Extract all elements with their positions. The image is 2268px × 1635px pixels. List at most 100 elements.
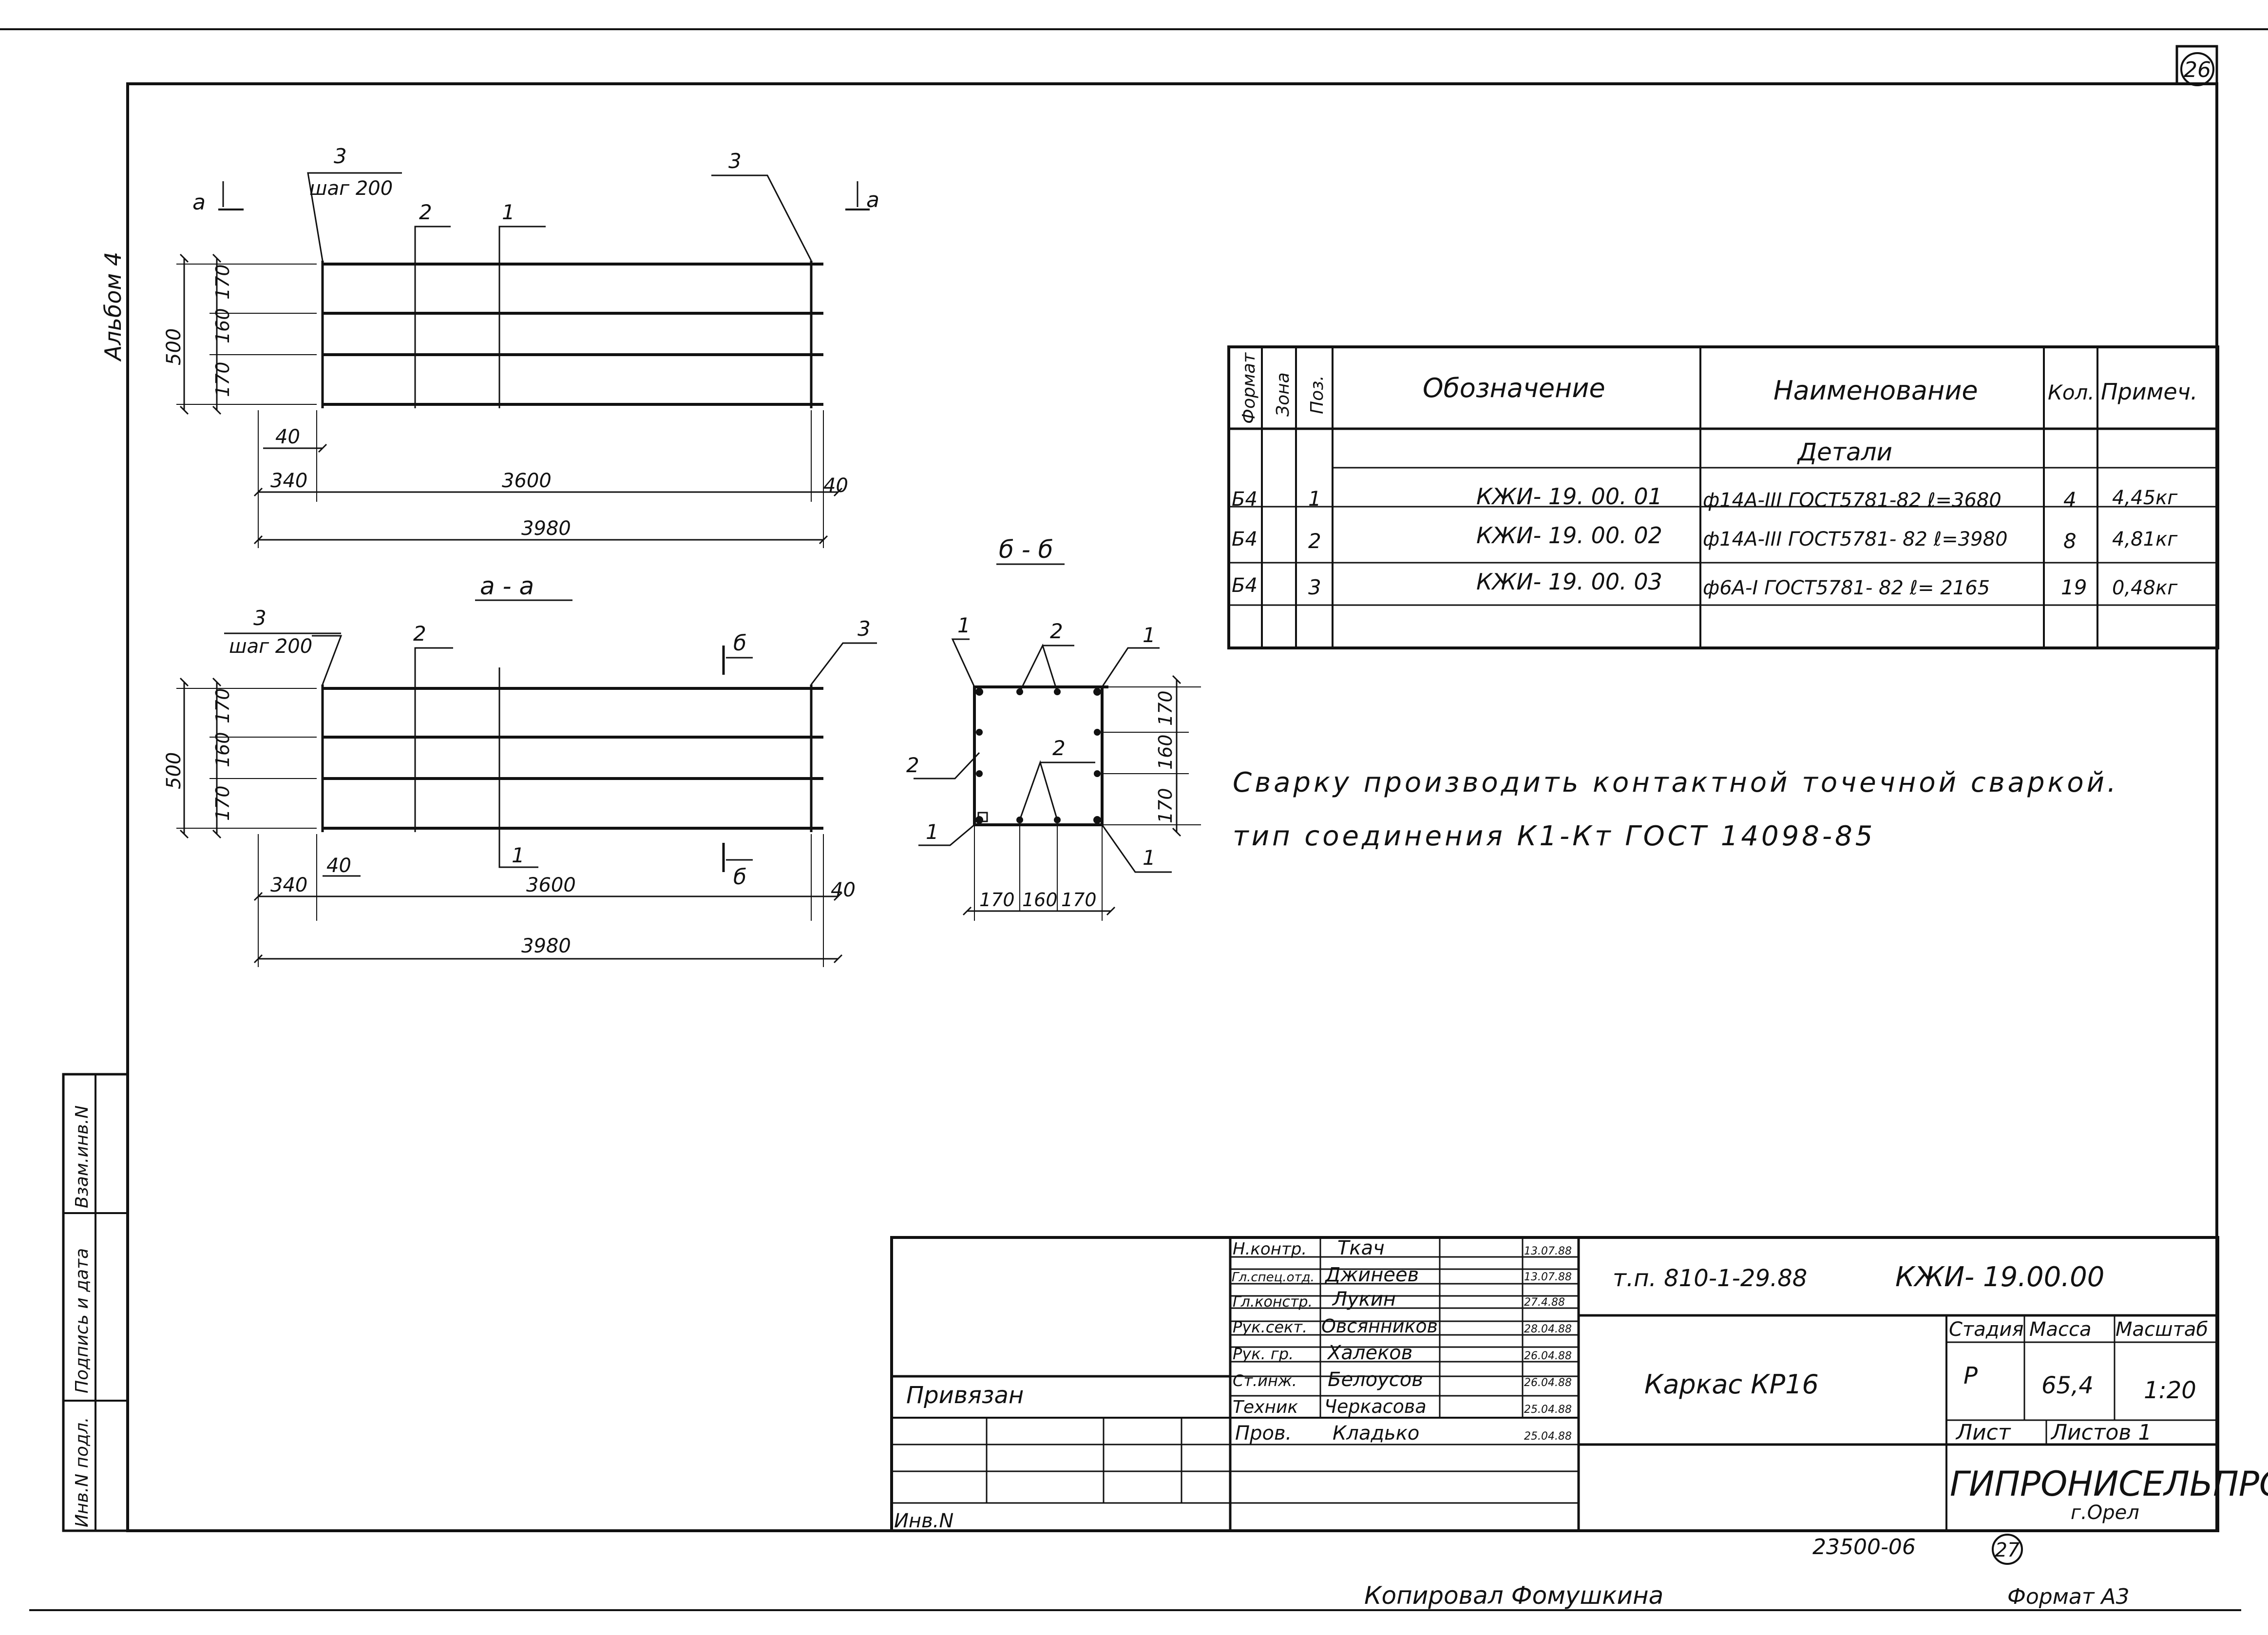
tb-name-4: Овсянников [1321,1315,1438,1337]
tb-role-7: Техник [1233,1397,1298,1417]
plan-dim-160: 160 [212,308,233,343]
bb-dim-160-bottom: 160 [1022,889,1058,911]
tb-role-4: Рук.сект. [1233,1318,1307,1336]
spec-row3-designation: КЖИ- 19. 00. 03 [1476,569,1662,595]
circled-bottom-ring [1992,1534,2023,1565]
tb-date-6: 26.04.88 [1524,1377,1572,1389]
spec-row2-pos: 2 [1308,529,1321,553]
tb-header-sheet: Лист [1955,1420,2011,1445]
plan-dim-3980: 3980 [521,517,571,540]
tb-title: Каркас КР16 [1644,1369,1819,1400]
spec-row2-format: Б4 [1232,528,1258,551]
spec-row1-note: 4,45кг [2112,487,2178,509]
tb-name-1: Ткач [1337,1237,1385,1259]
aa-dim-3600: 3600 [526,874,576,896]
side-stamp-sign: Подпись и дата [72,1248,92,1393]
bb-dim-170-bottom-b: 170 [1061,889,1097,911]
sheet-number-box [2175,45,2218,85]
aa-pos2: 2 [413,622,426,646]
plan-mark-a-left: а [192,190,206,215]
tb-name-2: Джинеев [1324,1264,1419,1286]
bb-dim-170-bottom-a: 170 [979,889,1015,911]
spec-header-name: Наименование [1773,375,1978,406]
tb-name-5: Халеков [1327,1342,1412,1364]
tb-role-5: Рук. гр. [1233,1345,1294,1363]
section-bb-title: б - б [999,535,1053,564]
spec-row3-pos: 3 [1308,575,1321,599]
copied-by: Копировал Фомушкина [1364,1581,1663,1610]
plan-dim-170a: 170 [212,264,233,300]
spec-row2-name: ф14А-III ГОСТ5781- 82 ℓ=3980 [1703,528,2008,551]
aa-dim-3980: 3980 [521,935,571,957]
tb-city: г.Орел [2071,1502,2139,1524]
circled-bottom: 27 [1995,1539,2020,1561]
plan-dim-170b: 170 [212,361,233,397]
spec-header-note: Примеч. [2101,379,2198,405]
tb-role-6: Ст.инж. [1233,1371,1297,1390]
spec-header-format: Формат [1239,352,1259,424]
plan-pos1: 1 [502,200,515,224]
plan-view: 500 170 160 170 40 340 3600 40 3980 3 ша… [163,144,879,548]
aa-dim-170b: 170 [212,785,233,821]
tb-date-3: 27.4.88 [1524,1296,1565,1309]
tb-scale: 1:20 [2144,1377,2196,1404]
bb-dim-170b: 170 [1155,788,1176,823]
spec-row2-designation: КЖИ- 19. 00. 02 [1476,522,1662,549]
tb-date-8: 25.04.88 [1524,1430,1572,1443]
tb-designation-prefix: т.п. 810-1-29.88 [1613,1265,1807,1292]
tb-date-5: 26.04.88 [1524,1350,1572,1362]
tb-name-6: Белоусов [1328,1369,1423,1391]
spec-row1-format: Б4 [1232,488,1258,511]
spec-row3-note: 0,48кг [2112,577,2178,599]
spec-row1-qty: 4 [2063,488,2077,512]
bb-dim-160: 160 [1155,734,1176,770]
spec-section-title: Детали [1797,438,1892,466]
spec-header-designation: Обозначение [1423,373,1605,403]
title-block [890,1236,2219,1532]
spec-row3-format: Б4 [1232,574,1258,597]
tb-date-2: 13.07.88 [1524,1271,1572,1283]
spec-row3-qty: 19 [2061,575,2087,599]
aa-dim-340: 340 [270,874,307,896]
tb-role-1: Н.контр. [1233,1239,1307,1259]
spec-row2-qty: 8 [2063,529,2077,553]
bb-pos1-br: 1 [1143,846,1156,870]
spec-row2-note: 4,81кг [2112,528,2178,551]
aa-pos1: 1 [512,843,525,867]
tb-name-8: Кладько [1333,1422,1419,1445]
tb-header-mass: Масса [2029,1318,2092,1341]
tb-role-8: Пров. [1235,1422,1292,1445]
spec-row3-name: ф6А-I ГОСТ5781- 82 ℓ= 2165 [1703,577,1990,599]
aa-pos3-left: 3 [253,606,267,630]
tb-stage: Р [1963,1362,1978,1389]
tb-name-3: Лукин [1332,1288,1396,1311]
spec-table: Формат Зона Поз. Обозначение Наименовани… [1227,345,2219,649]
plan-dim-340: 340 [270,470,307,492]
spec-header-pos: Поз. [1307,375,1327,414]
bar-dots [975,688,1101,824]
side-stamp-replace: Взам.инв.N [72,1105,92,1208]
bb-pos1-tr: 1 [1143,623,1156,647]
side-stamp: Инв.N подл. Подпись и дата Взам.инв.N [62,1073,129,1532]
plan-pos3-left: 3 [334,144,347,168]
spec-row1-designation: КЖИ- 19. 00. 01 [1476,483,1662,510]
tb-date-4: 28.04.88 [1524,1323,1572,1335]
aa-dim-40: 40 [326,855,351,877]
plan-mark-a-right: а [866,188,879,212]
aa-dim-170a: 170 [212,688,233,723]
section-bb-view: б - б 170 160 170 170 160 170 [906,535,1201,921]
tb-mass: 65,4 [2041,1372,2094,1399]
side-stamp-inv: Инв.N подл. [72,1417,92,1527]
sheet-number-circle [2180,52,2214,86]
tb-organization: ГИПРОНИСЕЛЬПРОМ [1950,1464,2268,1504]
bb-pos1-tl: 1 [957,613,971,637]
plan-pitch: шаг 200 [309,177,393,200]
tb-header-scale: Масштаб [2116,1318,2208,1341]
inventory-bottom: 23500-06 [1812,1535,1916,1559]
plan-pos2: 2 [419,200,432,224]
bb-pos2-top: 2 [1050,619,1063,643]
bb-dim-170a: 170 [1155,690,1176,726]
tb-inv-no: Инв.N [894,1510,953,1532]
tb-role-3: Гл.констр. [1233,1293,1313,1311]
